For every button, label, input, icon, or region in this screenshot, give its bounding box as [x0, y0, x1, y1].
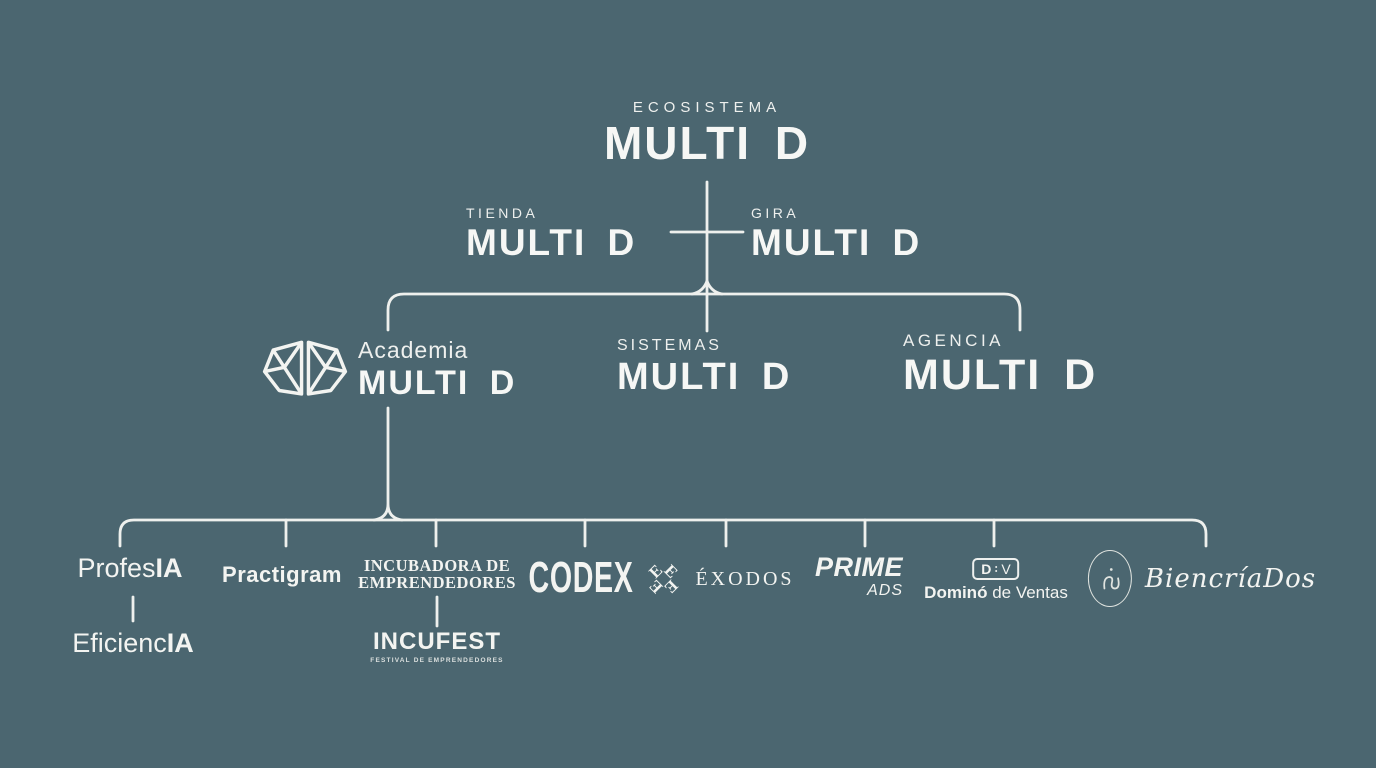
sistemas-eyebrow: SISTEMAS [617, 337, 722, 354]
node-biencria: BiencríaDos [1087, 550, 1317, 607]
domino-name-bold: Dominó [924, 583, 988, 602]
node-academia: Academia MULTI D [358, 337, 516, 400]
eficiencia-prefix: Eficienc [72, 628, 167, 658]
domino-tile-right: V [1001, 561, 1011, 577]
gira-brand: MULTI D [751, 222, 922, 263]
level3-bracket-flare [690, 279, 724, 296]
gira-eyebrow: GIRA [751, 205, 800, 221]
codex-label: CODEX [528, 553, 634, 602]
node-incubadora: INCUBADORA DE EMPRENDEDORES [358, 557, 516, 592]
academia-brand: MULTI D [358, 364, 517, 402]
sistemas-brand: MULTI D [617, 356, 792, 398]
domino-tile-left: D [981, 561, 992, 577]
biencria-label: BiencríaDos [1144, 563, 1317, 594]
prime-sub-label: ADS [867, 582, 904, 599]
exodos-e-pinwheel-icon: E E E E [645, 561, 682, 598]
svg-text:E: E [645, 561, 666, 582]
agencia-brand: MULTI D [903, 351, 1098, 399]
academia-vertical-line [372, 406, 404, 522]
agencia-eyebrow: AGENCIA [903, 331, 1005, 350]
node-ecosistema: ECOSISTEMA MULTI D [604, 99, 810, 166]
incubadora-line2: EMPRENDEDORES [358, 573, 516, 593]
node-exodos: E E E E ÉXODOS [641, 557, 794, 601]
prime-label: PRIME [814, 552, 904, 582]
bottom-bracket [118, 518, 1208, 548]
eficiencia-suffix: IA [166, 628, 194, 658]
profesia-prefix: Profes [77, 553, 156, 583]
tienda-brand: MULTI D [466, 222, 637, 263]
level3-bracket [386, 292, 1022, 332]
node-tienda: TIENDA MULTI D [466, 205, 636, 261]
bottom-bracket-ticks [284, 518, 996, 548]
node-profesia: ProfesIA [77, 553, 182, 584]
node-codex: CODEX [500, 553, 661, 602]
node-gira: GIRA MULTI D [751, 205, 921, 261]
domino-tile-icon: D V [972, 558, 1020, 580]
biencria-oval-monogram-icon [1087, 550, 1132, 607]
incubadora-line1: INCUBADORA DE [363, 556, 511, 575]
tienda-eyebrow: TIENDA [466, 205, 539, 221]
node-domino: D V Dominó de Ventas [924, 558, 1068, 603]
ecosistema-eyebrow: ECOSISTEMA [632, 99, 782, 116]
node-prime-ads: PRIME ADS [815, 554, 903, 599]
node-incufest: INCUFEST FESTIVAL DE EMPRENDEDORES [370, 628, 503, 664]
academia-eyebrow: Academia [358, 337, 469, 363]
node-eficiencia: EficiencIA [72, 628, 194, 659]
domino-name-light: de Ventas [992, 583, 1068, 602]
profesia-suffix: IA [155, 553, 183, 583]
domino-name: Dominó de Ventas [924, 583, 1068, 603]
incufest-label: INCUFEST [372, 628, 501, 655]
domino-tile-divider [995, 566, 998, 572]
exodos-label: ÉXODOS [695, 567, 795, 590]
academia-gem-icon [262, 338, 348, 405]
node-practigram: Practigram [222, 562, 342, 587]
node-agencia: AGENCIA MULTI D [903, 331, 1097, 397]
node-sistemas: SISTEMAS MULTI D [617, 337, 791, 396]
ecosistema-brand: MULTI D [603, 117, 811, 169]
incufest-tagline: FESTIVAL DE EMPRENDEDORES [370, 657, 504, 664]
